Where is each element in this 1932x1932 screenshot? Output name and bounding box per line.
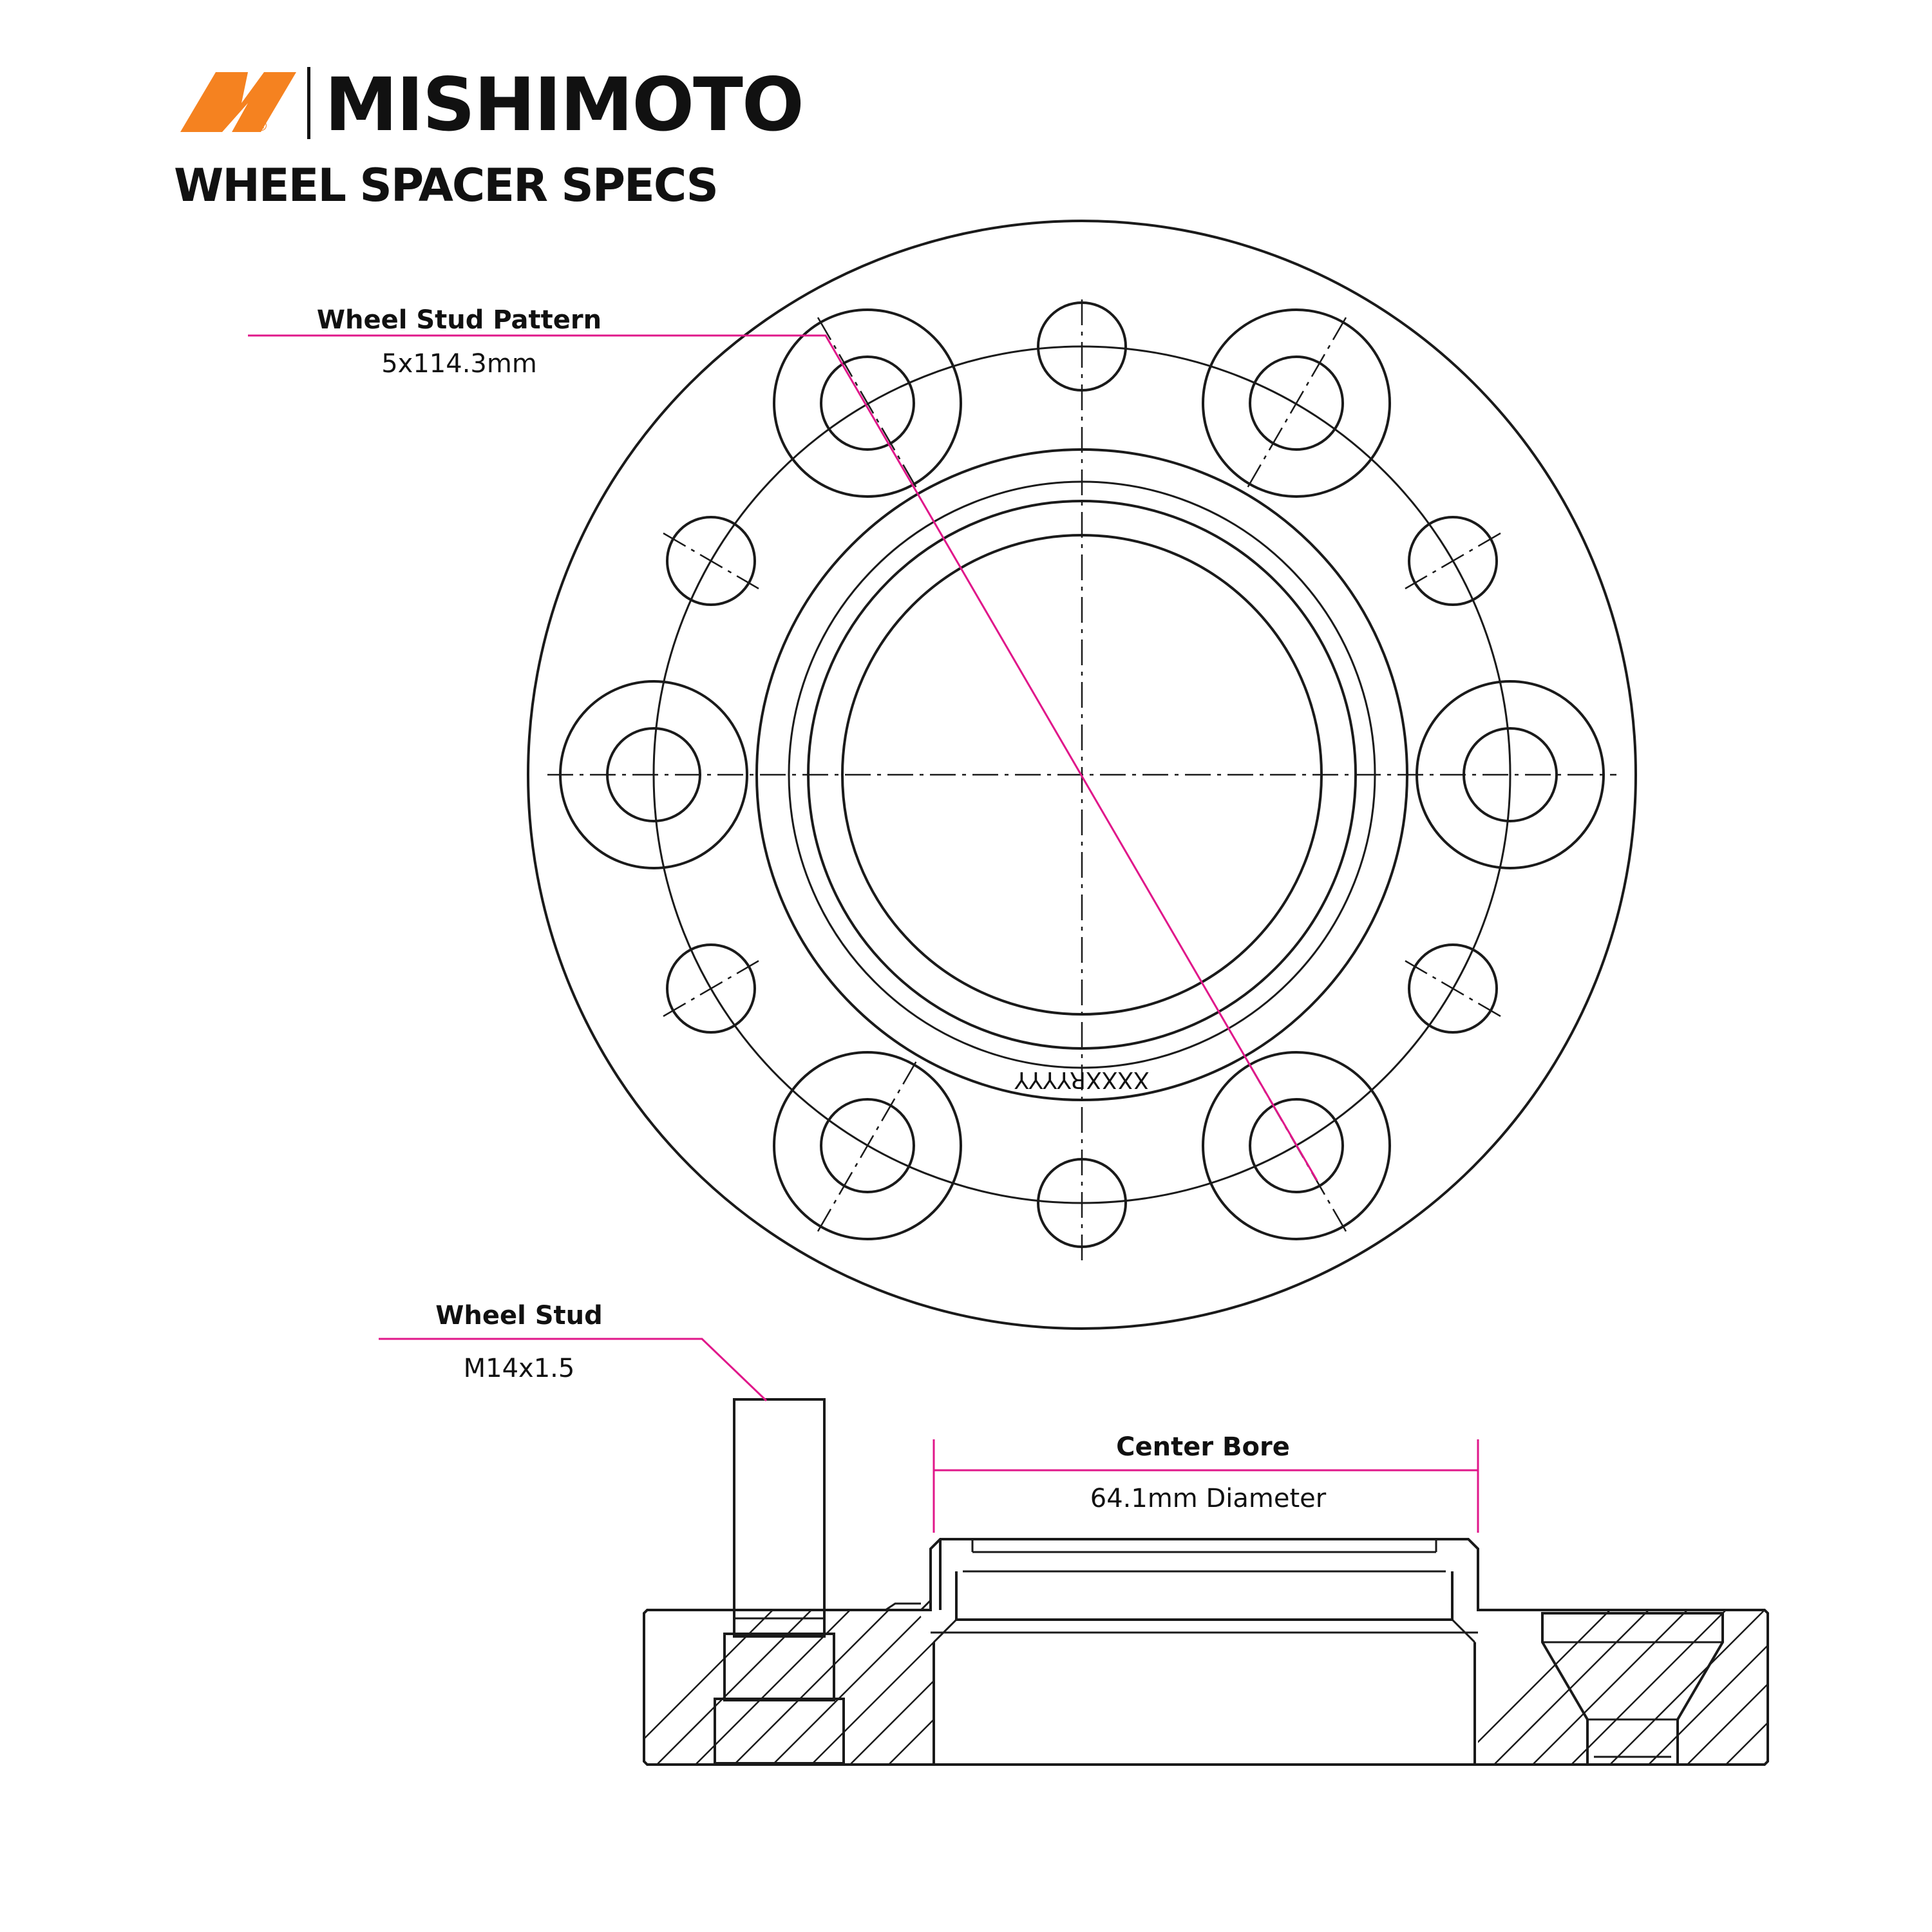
lug-hole [663,943,759,1034]
lug-hole [1405,516,1501,606]
stud-pocket [714,1633,845,1765]
logo-divider [307,67,310,139]
stud-hole [1202,308,1391,498]
wheel-stud [733,1398,826,1638]
lug-hole [1405,943,1501,1034]
lug-seat [1541,1612,1724,1766]
stud-hole [1416,680,1605,869]
brand-logo: ® MISHIMOTO [180,62,804,147]
stud-hole [559,680,748,869]
registered-mark: ® [254,118,269,135]
section-hatch-right [1478,1610,1768,1765]
outer-rim [527,220,1637,1330]
stud-hole [1202,1051,1391,1240]
lug-hole [1037,1158,1127,1248]
section-outline [643,1538,1769,1766]
wheel-stud-leader [379,1338,768,1402]
wheel-stud-title: Wheel Stud [435,1301,603,1331]
stud-pattern-leader [248,334,1318,1181]
spacer-section-view [643,1538,1769,1766]
stud-hole [773,308,962,498]
callout-center-bore: Center Bore 64.1mm Diameter [933,1432,1479,1533]
brand-name: MISHIMOTO [325,62,803,147]
center-bore-value: 64.1mm Diameter [1090,1484,1327,1513]
stud-pattern-value: 5x114.3mm [381,349,537,379]
center-bore-title: Center Bore [1116,1432,1290,1462]
callout-stud-pattern: Wheel Stud Pattern 5x114.3mm [248,305,1318,1181]
wheel-stud-value: M14x1.5 [464,1354,575,1383]
lug-hole [1037,301,1127,392]
part-engraving: XXXXRYYYY [1014,1066,1149,1093]
mishimoto-m-icon [180,72,296,132]
stud-pattern-title: Wheel Stud Pattern [317,305,601,335]
callout-wheel-stud: Wheel Stud M14x1.5 [379,1301,768,1402]
stud-hole [773,1051,962,1240]
spacer-top-view: XXXXRYYYY [527,220,1637,1330]
lug-hole [663,516,759,606]
page-title: WHEEL SPACER SPECS [174,159,717,212]
